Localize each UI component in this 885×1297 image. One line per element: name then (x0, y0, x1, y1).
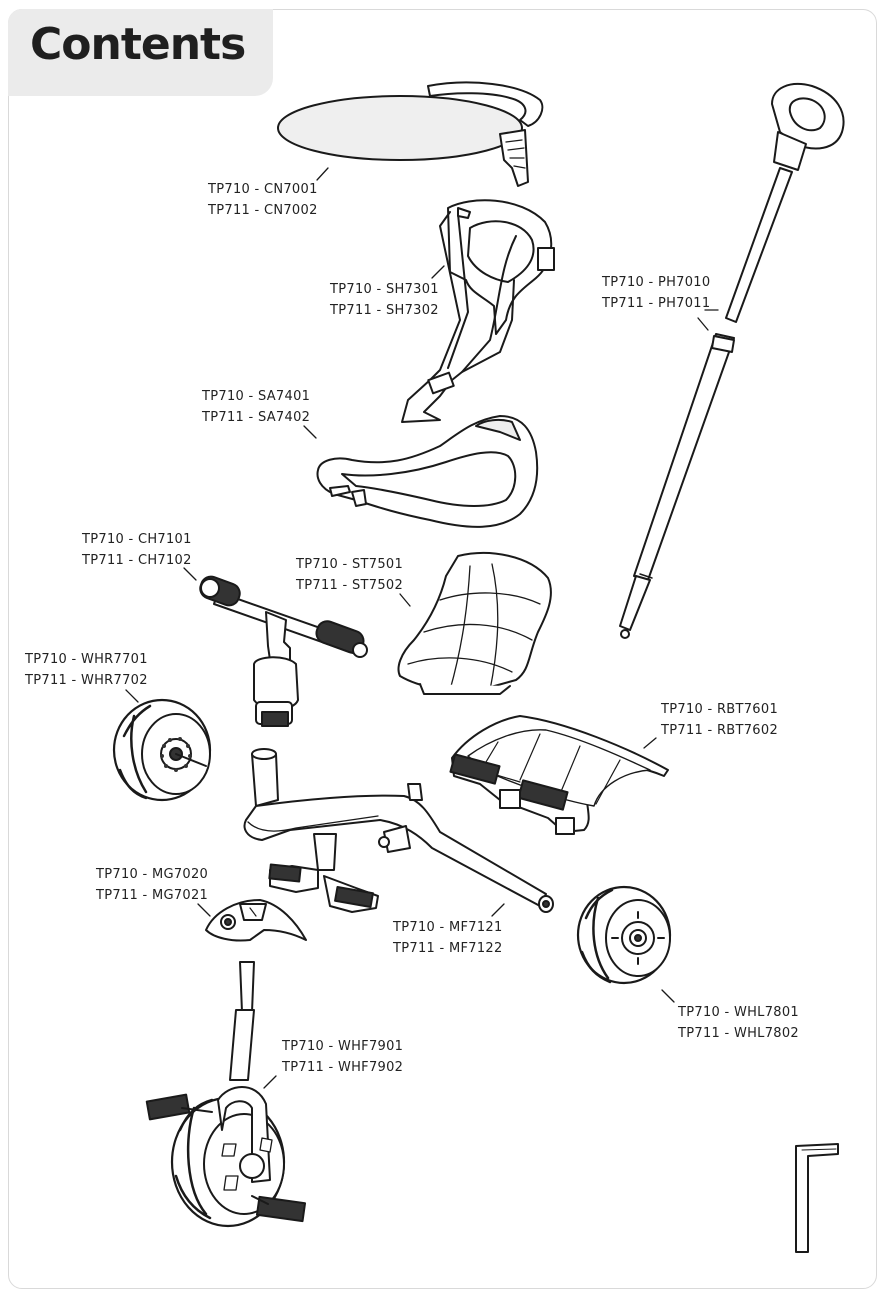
part-code-tp710: TP710 - WHL7801 (678, 1005, 800, 1020)
wheel-left-leader (662, 990, 674, 1002)
page-title: Contents (30, 19, 246, 70)
part-code-tp710: TP710 - CH7101 (82, 532, 192, 547)
part-code-tp711: TP711 - MF7122 (393, 941, 503, 956)
part-code-tp710: TP710 - RBT7601 (661, 702, 779, 717)
part-label-rear-basket: TP710 - RBT7601 TP711 - RBT7602 (661, 699, 778, 741)
armrest-leader (304, 426, 316, 438)
handlebar-leader (184, 568, 196, 580)
harness-leader (432, 266, 444, 278)
part-label-front-wheel: TP710 - WHF7901 TP711 - WHF7902 (282, 1036, 403, 1078)
part-code-tp710: TP710 - PH7010 (602, 275, 711, 290)
part-label-main-frame: TP710 - MF7121 TP711 - MF7122 (393, 917, 503, 959)
part-code-tp711: TP711 - WHR7702 (25, 673, 148, 688)
part-label-canopy: TP710 - CN7001 TP711 - CN7002 (208, 179, 318, 221)
mudguard-drawing (206, 900, 306, 941)
part-label-seat-harness: TP710 - SH7301 TP711 - SH7302 (330, 279, 439, 321)
wheel-drawing (578, 887, 670, 983)
allen-key-drawing (796, 1144, 838, 1252)
seat-leader (400, 594, 410, 606)
part-label-rear-wheel-left: TP710 - WHL7801 TP711 - WHL7802 (678, 1002, 799, 1044)
part-code-tp710: TP710 - SA7401 (202, 389, 311, 404)
part-code-tp711: TP711 - RBT7602 (661, 723, 779, 738)
canopy-drawing (278, 82, 542, 186)
part-code-tp710: TP710 - CN7001 (208, 182, 318, 197)
part-code-tp711: TP711 - WHL7802 (678, 1026, 800, 1041)
part-code-tp710: TP710 - WHR7701 (25, 652, 148, 667)
push-handle-drawing (620, 84, 844, 638)
part-label-push-handle: TP710 - PH7010 TP711 - PH7011 (602, 272, 710, 314)
part-label-rear-wheel-right: TP710 - WHR7701 TP711 - WHR7702 (25, 649, 148, 691)
part-label-mudguard: TP710 - MG7020 TP711 - MG7021 (96, 864, 208, 906)
part-code-tp711: TP711 - CN7002 (208, 203, 318, 218)
basket-drawing (450, 716, 668, 834)
harness-drawing (402, 200, 554, 422)
front-wheel-leader (264, 1076, 276, 1088)
canopy-leader (317, 168, 328, 180)
part-label-seat: TP710 - ST7501 TP711 - ST7502 (296, 554, 403, 596)
armrest-drawing (318, 416, 538, 527)
part-code-tp711: TP711 - WHF7902 (282, 1060, 404, 1075)
part-code-tp710: TP710 - SH7301 (330, 282, 439, 297)
handlebar-drawing (197, 574, 367, 726)
seat-drawing (399, 553, 551, 694)
part-code-tp710: TP710 - MG7020 (96, 867, 209, 882)
title-tab (8, 9, 273, 96)
push-handle-leader-2 (698, 318, 708, 330)
part-code-tp711: TP711 - SH7302 (330, 303, 439, 318)
wheel-drawing (114, 700, 210, 800)
front-wheel-drawing (147, 962, 305, 1226)
part-code-tp710: TP710 - WHF7901 (282, 1039, 404, 1054)
part-code-tp711: TP711 - CH7102 (82, 553, 192, 568)
frame-drawing (245, 749, 553, 912)
part-label-safety-armrest: TP710 - SA7401 TP711 - SA7402 (202, 386, 310, 428)
mudguard-leader (198, 904, 210, 916)
part-label-handlebar: TP710 - CH7101 TP711 - CH7102 (82, 529, 192, 571)
part-code-tp711: TP711 - ST7502 (296, 578, 404, 593)
basket-leader (644, 738, 656, 748)
frame-leader (492, 904, 504, 916)
part-code-tp711: TP711 - SA7402 (202, 410, 311, 425)
wheel-right-leader (126, 690, 138, 702)
part-code-tp710: TP710 - MF7121 (393, 920, 503, 935)
part-code-tp711: TP711 - PH7011 (602, 296, 711, 311)
part-code-tp710: TP710 - ST7501 (296, 557, 404, 572)
part-code-tp711: TP711 - MG7021 (96, 888, 209, 903)
